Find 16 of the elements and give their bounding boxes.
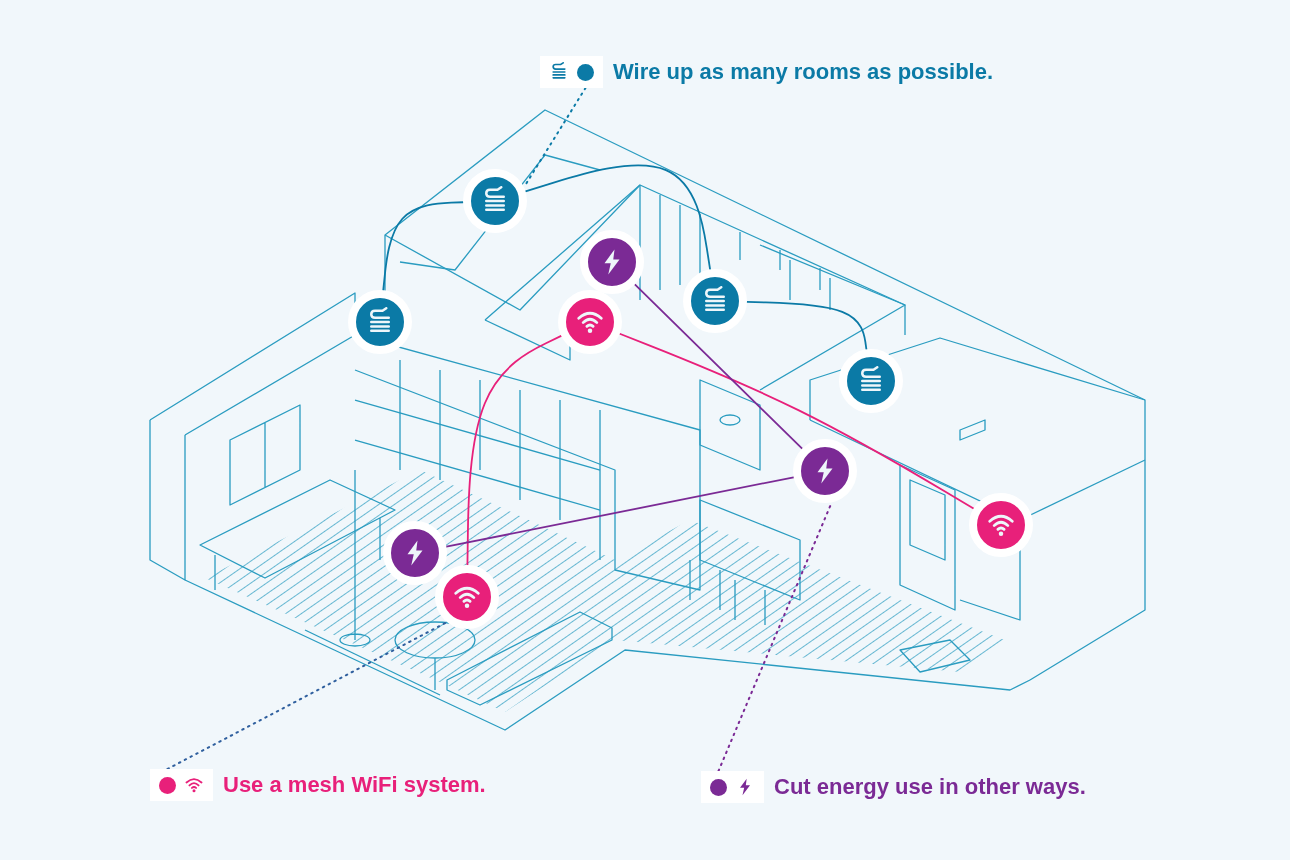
connector-line bbox=[618, 332, 975, 510]
energy-node bbox=[793, 439, 857, 503]
leader-line bbox=[166, 621, 449, 770]
callout-text: Use a mesh WiFi system. bbox=[223, 772, 486, 798]
callout-text: Cut energy use in other ways. bbox=[774, 774, 1086, 800]
connector-line bbox=[445, 476, 795, 548]
energy-node bbox=[580, 230, 644, 294]
connector-line bbox=[746, 301, 868, 351]
callout-text: Wire up as many rooms as possible. bbox=[613, 59, 994, 85]
wifi-node bbox=[558, 290, 622, 354]
connector-line bbox=[466, 335, 563, 566]
ethernet-node bbox=[348, 290, 412, 354]
connector-line bbox=[382, 201, 464, 292]
connector-line bbox=[633, 283, 804, 450]
connector-line bbox=[524, 164, 711, 271]
ethernet-node bbox=[463, 169, 527, 233]
